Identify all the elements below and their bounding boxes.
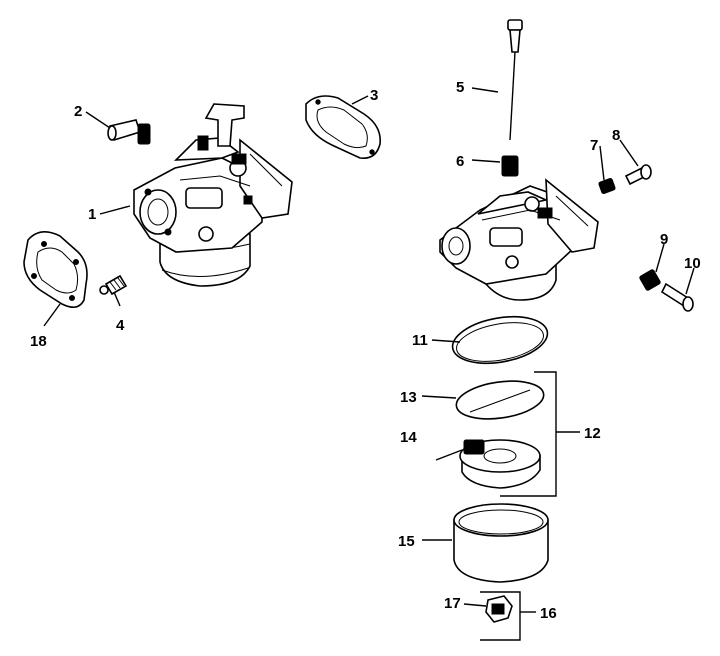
callout-1: 1 (88, 206, 96, 223)
carburetor-body-right (439, 178, 599, 301)
fuel-fitting-2 (107, 119, 151, 145)
callout-6: 6 (456, 153, 464, 170)
callout-15: 15 (398, 533, 415, 550)
bowl-gasket-ring-11 (451, 315, 549, 365)
callout-17: 17 (444, 595, 461, 612)
callout-12: 12 (584, 425, 601, 442)
mounting-gasket-18 (23, 231, 88, 308)
bowl-nut-16-17 (485, 595, 513, 623)
bowl-gasket-13 (455, 380, 545, 420)
float-pin-14 (435, 449, 463, 461)
callout-18: 18 (30, 333, 47, 350)
carburetor-assembly-left-1 (133, 103, 293, 287)
spring-plug-6 (501, 155, 519, 177)
callout-9: 9 (660, 231, 668, 248)
callout-7: 7 (590, 137, 598, 154)
callout-4: 4 (116, 317, 125, 334)
screw-7 (598, 178, 616, 194)
screw-4 (99, 274, 128, 296)
callout-8: 8 (612, 127, 620, 144)
screw-10 (660, 282, 694, 312)
callout-5: 5 (456, 79, 464, 96)
callout-10: 10 (684, 255, 701, 272)
callout-16: 16 (540, 605, 557, 622)
float-bowl-15 (453, 503, 549, 583)
callout-13: 13 (400, 389, 417, 406)
screw-8 (624, 164, 652, 186)
float-assembly (459, 439, 541, 489)
callout-labels: 1 2 3 4 5 6 7 8 9 10 11 12 13 14 15 16 1… (30, 79, 701, 622)
spring-9 (639, 269, 661, 291)
callout-14: 14 (400, 429, 417, 446)
idle-needle-5 (507, 19, 523, 141)
callout-2: 2 (74, 103, 82, 120)
gasket-3 (305, 95, 381, 160)
callout-3: 3 (370, 87, 378, 104)
callout-11: 11 (412, 332, 428, 349)
leader-lines (43, 87, 695, 641)
